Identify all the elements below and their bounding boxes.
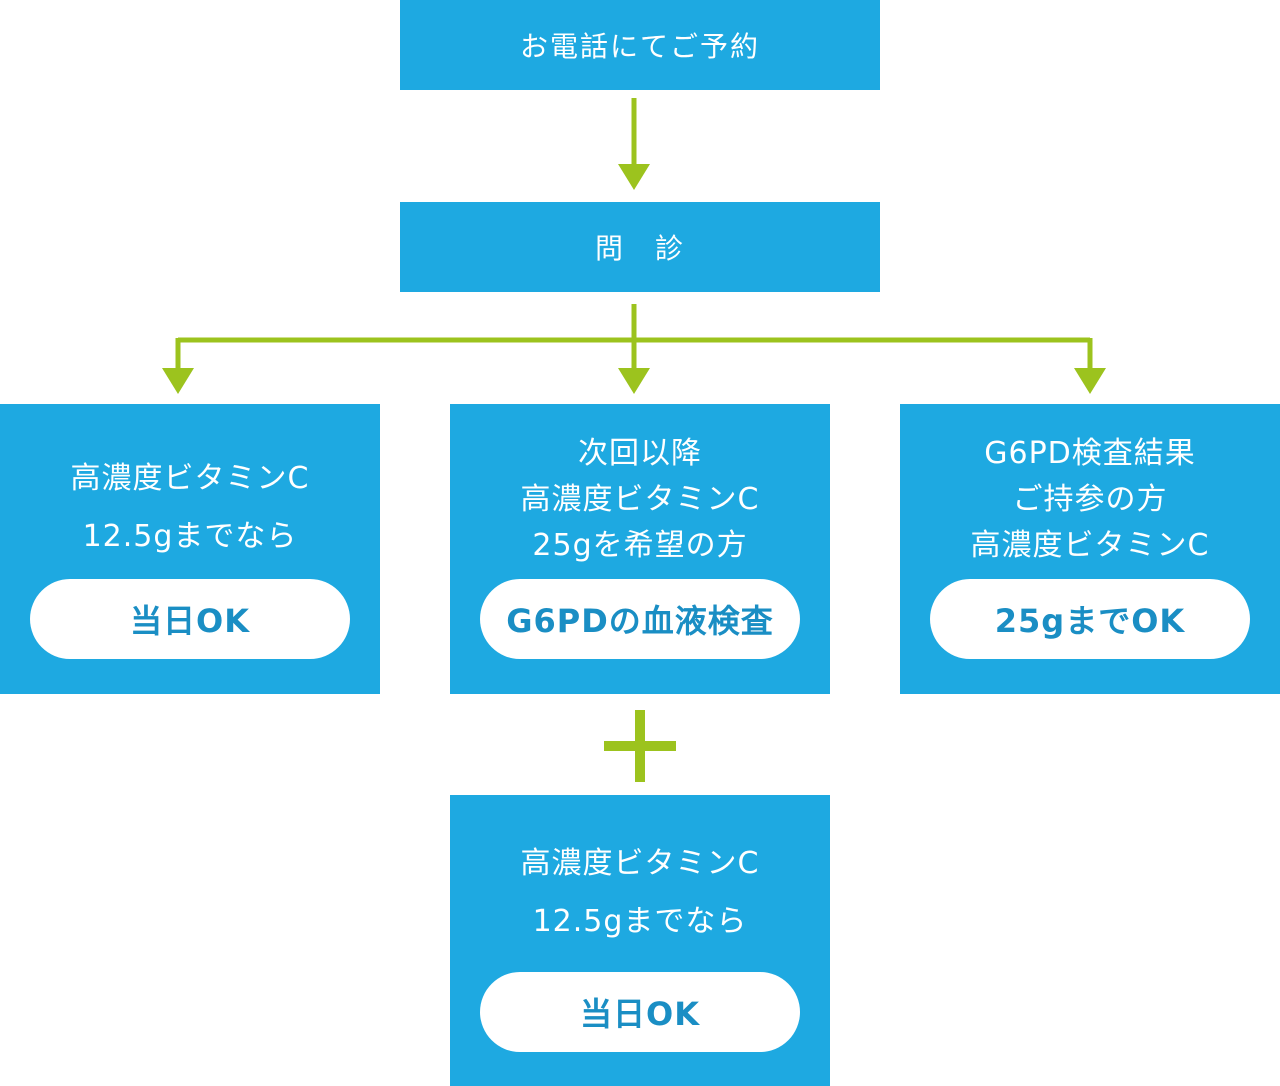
- extra-text: 高濃度ビタミンC 12.5gまでなら: [450, 835, 830, 951]
- step-consultation-box: 問 診: [400, 202, 880, 292]
- option-text: G6PD検査結果 ご持参の方 高濃度ビタミンC: [900, 431, 1280, 569]
- option-line: 高濃度ビタミンC: [520, 482, 760, 517]
- step-reservation-label: お電話にてご予約: [519, 30, 760, 63]
- option-result-pill: 当日OK: [30, 579, 350, 659]
- extra-result-pill: 当日OK: [480, 972, 800, 1052]
- plus-icon: [604, 710, 676, 782]
- option-box-g6pd-test: 次回以降 高濃度ビタミンC 25gを希望の方 G6PDの血液検査: [450, 404, 830, 694]
- arrowhead-down-icon: [1074, 368, 1106, 394]
- step-reservation-box: お電話にてご予約: [400, 0, 880, 90]
- extra-line: 12.5gまでなら: [532, 904, 748, 939]
- step-consultation-label: 問 診: [594, 232, 685, 265]
- option-text: 高濃度ビタミンC 12.5gまでなら: [0, 450, 380, 566]
- extra-box-same-day: 高濃度ビタミンC 12.5gまでなら 当日OK: [450, 795, 830, 1086]
- arrowhead-down-icon: [618, 368, 650, 394]
- extra-line: 高濃度ビタミンC: [520, 846, 760, 881]
- option-line: 25gを希望の方: [532, 528, 748, 563]
- option-line: ご持参の方: [1012, 482, 1168, 517]
- option-text: 次回以降 高濃度ビタミンC 25gを希望の方: [450, 431, 830, 569]
- option-box-same-day: 高濃度ビタミンC 12.5gまでなら 当日OK: [0, 404, 380, 694]
- arrowhead-down-icon: [162, 368, 194, 394]
- option-result-pill: G6PDの血液検査: [480, 579, 800, 659]
- arrowhead-down-icon: [618, 164, 650, 190]
- option-line: 次回以降: [578, 436, 702, 471]
- option-line: 高濃度ビタミンC: [970, 528, 1210, 563]
- option-line: G6PD検査結果: [984, 436, 1196, 471]
- option-line: 高濃度ビタミンC: [70, 461, 310, 496]
- option-result-pill: 25gまでOK: [930, 579, 1250, 659]
- option-box-g6pd-result: G6PD検査結果 ご持参の方 高濃度ビタミンC 25gまでOK: [900, 404, 1280, 694]
- option-line: 12.5gまでなら: [82, 519, 298, 554]
